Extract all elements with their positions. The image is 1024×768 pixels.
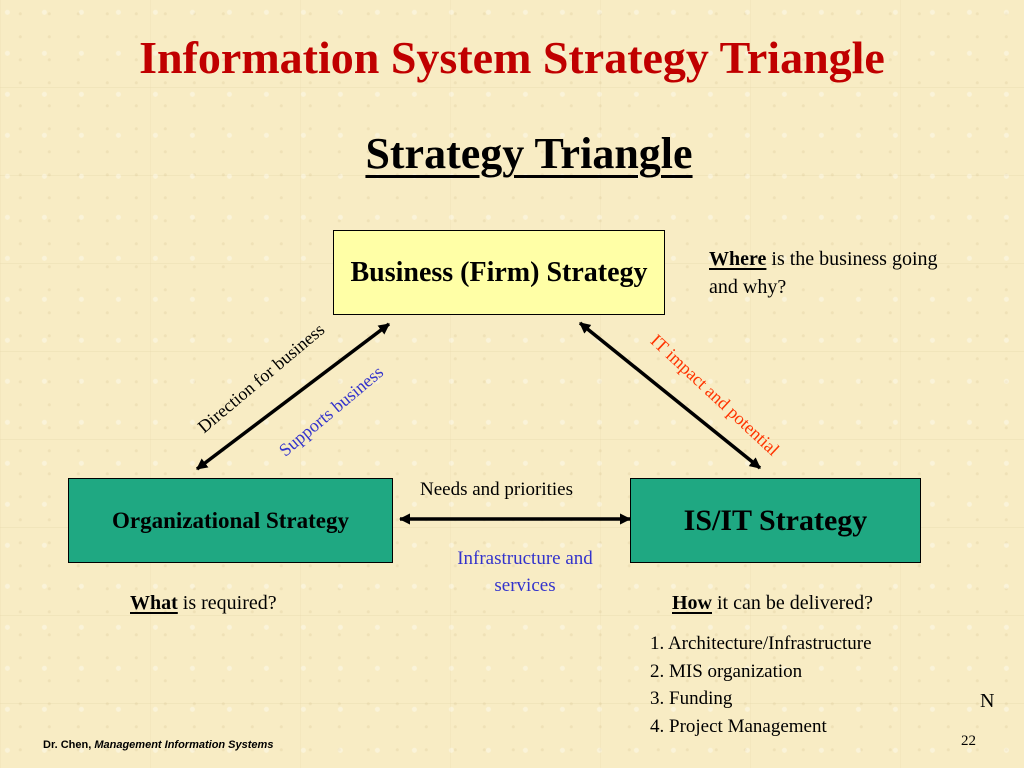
footer-author: Dr. Chen,: [43, 739, 95, 751]
how-rest: it can be delivered?: [712, 592, 874, 614]
how-question: How it can be delivered?: [672, 589, 873, 617]
business-strategy-label: Business (Firm) Strategy: [350, 257, 648, 288]
list-item: 3. Funding: [650, 688, 733, 709]
list-item: 2. MIS organization: [650, 660, 803, 682]
list-item: 1. Architecture/Infrastructure: [650, 633, 872, 654]
where-rest: is the business going and why?: [709, 248, 938, 298]
corner-mark: N: [980, 690, 995, 712]
arrow-business-organizational: [195, 322, 391, 471]
organizational-strategy-label: Organizational Strategy: [112, 507, 349, 533]
where-question: Where is the business going and why?: [709, 245, 949, 301]
what-question: What is required?: [130, 589, 277, 617]
isit-strategy-label: IS/IT Strategy: [683, 503, 868, 537]
arrow-business-isit: [578, 321, 762, 470]
how-keyword: How: [672, 592, 712, 614]
isit-strategy-box: IS/IT Strategy: [630, 478, 921, 563]
where-keyword: Where: [709, 248, 767, 270]
slide-title: Information System Strategy Triangle: [139, 32, 885, 83]
footer-course: Management Information Systems: [94, 739, 274, 751]
page-number: 22: [961, 733, 976, 749]
what-rest: is required?: [177, 592, 277, 614]
diagram-title: Strategy Triangle: [365, 129, 693, 178]
needs-priorities-label: Needs and priorities: [420, 479, 574, 500]
how-list: 1. Architecture/Infrastructure 2. MIS or…: [650, 630, 872, 740]
business-strategy-box: Business (Firm) Strategy: [333, 230, 665, 315]
organizational-strategy-box: Organizational Strategy: [68, 478, 393, 563]
what-keyword: What: [130, 592, 178, 614]
list-item: 4. Project Management: [650, 715, 827, 737]
infrastructure-services-label: Infrastructure and services: [457, 548, 593, 596]
footer-credit: Dr. Chen, Management Information Systems: [43, 739, 273, 751]
